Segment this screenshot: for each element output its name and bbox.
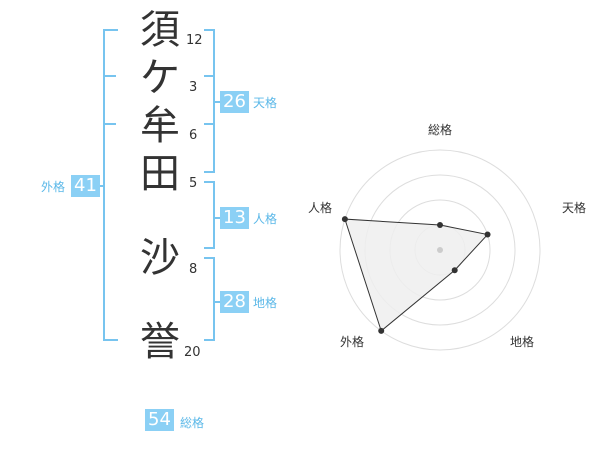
name-char-3: 牟 [140,103,180,149]
stroke-count-6: 20 [184,345,201,360]
name-char-1: 須 [140,7,180,53]
name-char-4: 田 [140,151,180,197]
radar-point-1 [484,231,491,238]
radar-axis-label-3: 外格 [340,334,364,349]
radar-point-4 [341,216,348,223]
gaikaku-label: 外格 [41,180,66,194]
radar-axis-label-4: 人格 [308,200,332,215]
stroke-count-5: 8 [189,262,198,277]
tenkaku-label: 天格 [253,96,278,110]
chikaku-label: 地格 [253,296,278,310]
name-char-6: 誉 [140,319,180,365]
radar-polygon [344,218,489,332]
stroke-count-2: 3 [189,80,198,95]
name-char-2: ケ [140,55,180,101]
stroke-count-4: 5 [189,176,198,191]
radar-points [341,216,491,334]
name-char-5: 沙 [140,235,180,281]
jinkaku-bracket [204,181,215,249]
radar-axis-label-0: 総格 [428,122,452,137]
radar-point-2 [451,267,458,274]
jinkaku-badge: 13 [220,207,249,229]
chikaku-badge: 28 [220,291,249,313]
soukaku-badge: 54 [145,409,174,431]
stroke-count-1: 12 [186,33,203,48]
stroke-count-3: 6 [189,128,198,143]
radar-ring-4 [339,149,541,351]
chikaku-bracket [204,257,215,341]
radar-point-0 [437,222,443,228]
radar-point-3 [378,327,385,334]
gaikaku-badge: 41 [71,175,100,197]
soukaku-label: 総格 [180,416,205,430]
jinkaku-label: 人格 [253,212,278,226]
radar-axis-label-2: 地格 [510,334,534,349]
radar-center-dot [437,247,443,253]
tenkaku-badge: 26 [220,91,249,113]
radar-axis-label-1: 天格 [562,200,586,215]
